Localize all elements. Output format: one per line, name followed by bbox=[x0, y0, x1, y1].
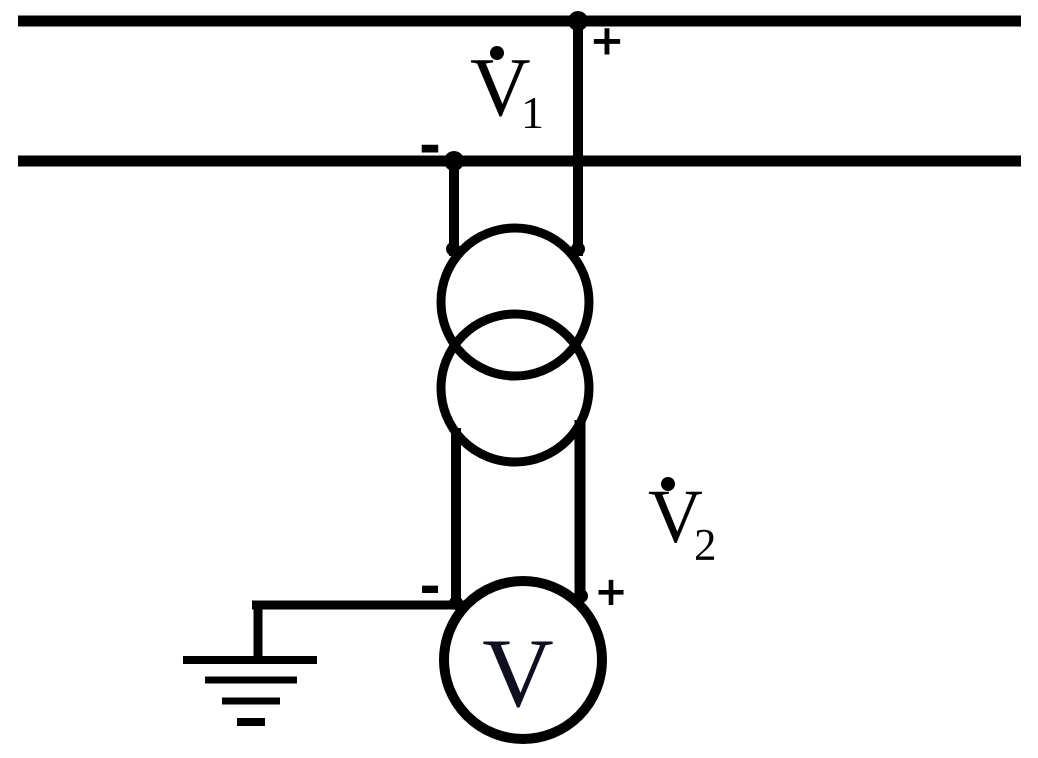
voltmeter-icon bbox=[439, 576, 607, 744]
label-v1-subscript: 1 bbox=[521, 87, 544, 138]
terminal-dot-voltmeter-plus bbox=[574, 589, 588, 603]
phasor-dot-v1 bbox=[490, 46, 504, 60]
terminal-dot-primary-right bbox=[571, 242, 585, 256]
earth-ground-icon bbox=[183, 656, 317, 726]
label-v1: V 1 bbox=[470, 41, 544, 138]
label-v2: V 2 bbox=[648, 475, 717, 570]
polarity-plus-secondary: + bbox=[594, 569, 628, 615]
junction-dot-voltmeter-minus bbox=[449, 596, 463, 610]
transformer-primary-winding bbox=[436, 223, 594, 381]
junction-dot-top-bus bbox=[568, 11, 588, 31]
terminal-dot-primary-left bbox=[446, 242, 460, 256]
label-v1-base: V bbox=[470, 41, 531, 134]
label-v2-base: V bbox=[648, 475, 703, 559]
label-v2-subscript: 2 bbox=[694, 520, 717, 570]
voltmeter-letter: V bbox=[482, 619, 554, 728]
potential-transformer-icon bbox=[436, 223, 594, 467]
phasor-dot-v2 bbox=[661, 477, 675, 491]
polarity-minus-primary: - bbox=[419, 115, 441, 178]
transformer-secondary-winding bbox=[436, 309, 594, 467]
junction-dot-bottom-bus bbox=[444, 151, 464, 171]
polarity-plus-primary: + bbox=[589, 16, 624, 65]
polarity-minus-secondary: - bbox=[419, 557, 441, 617]
